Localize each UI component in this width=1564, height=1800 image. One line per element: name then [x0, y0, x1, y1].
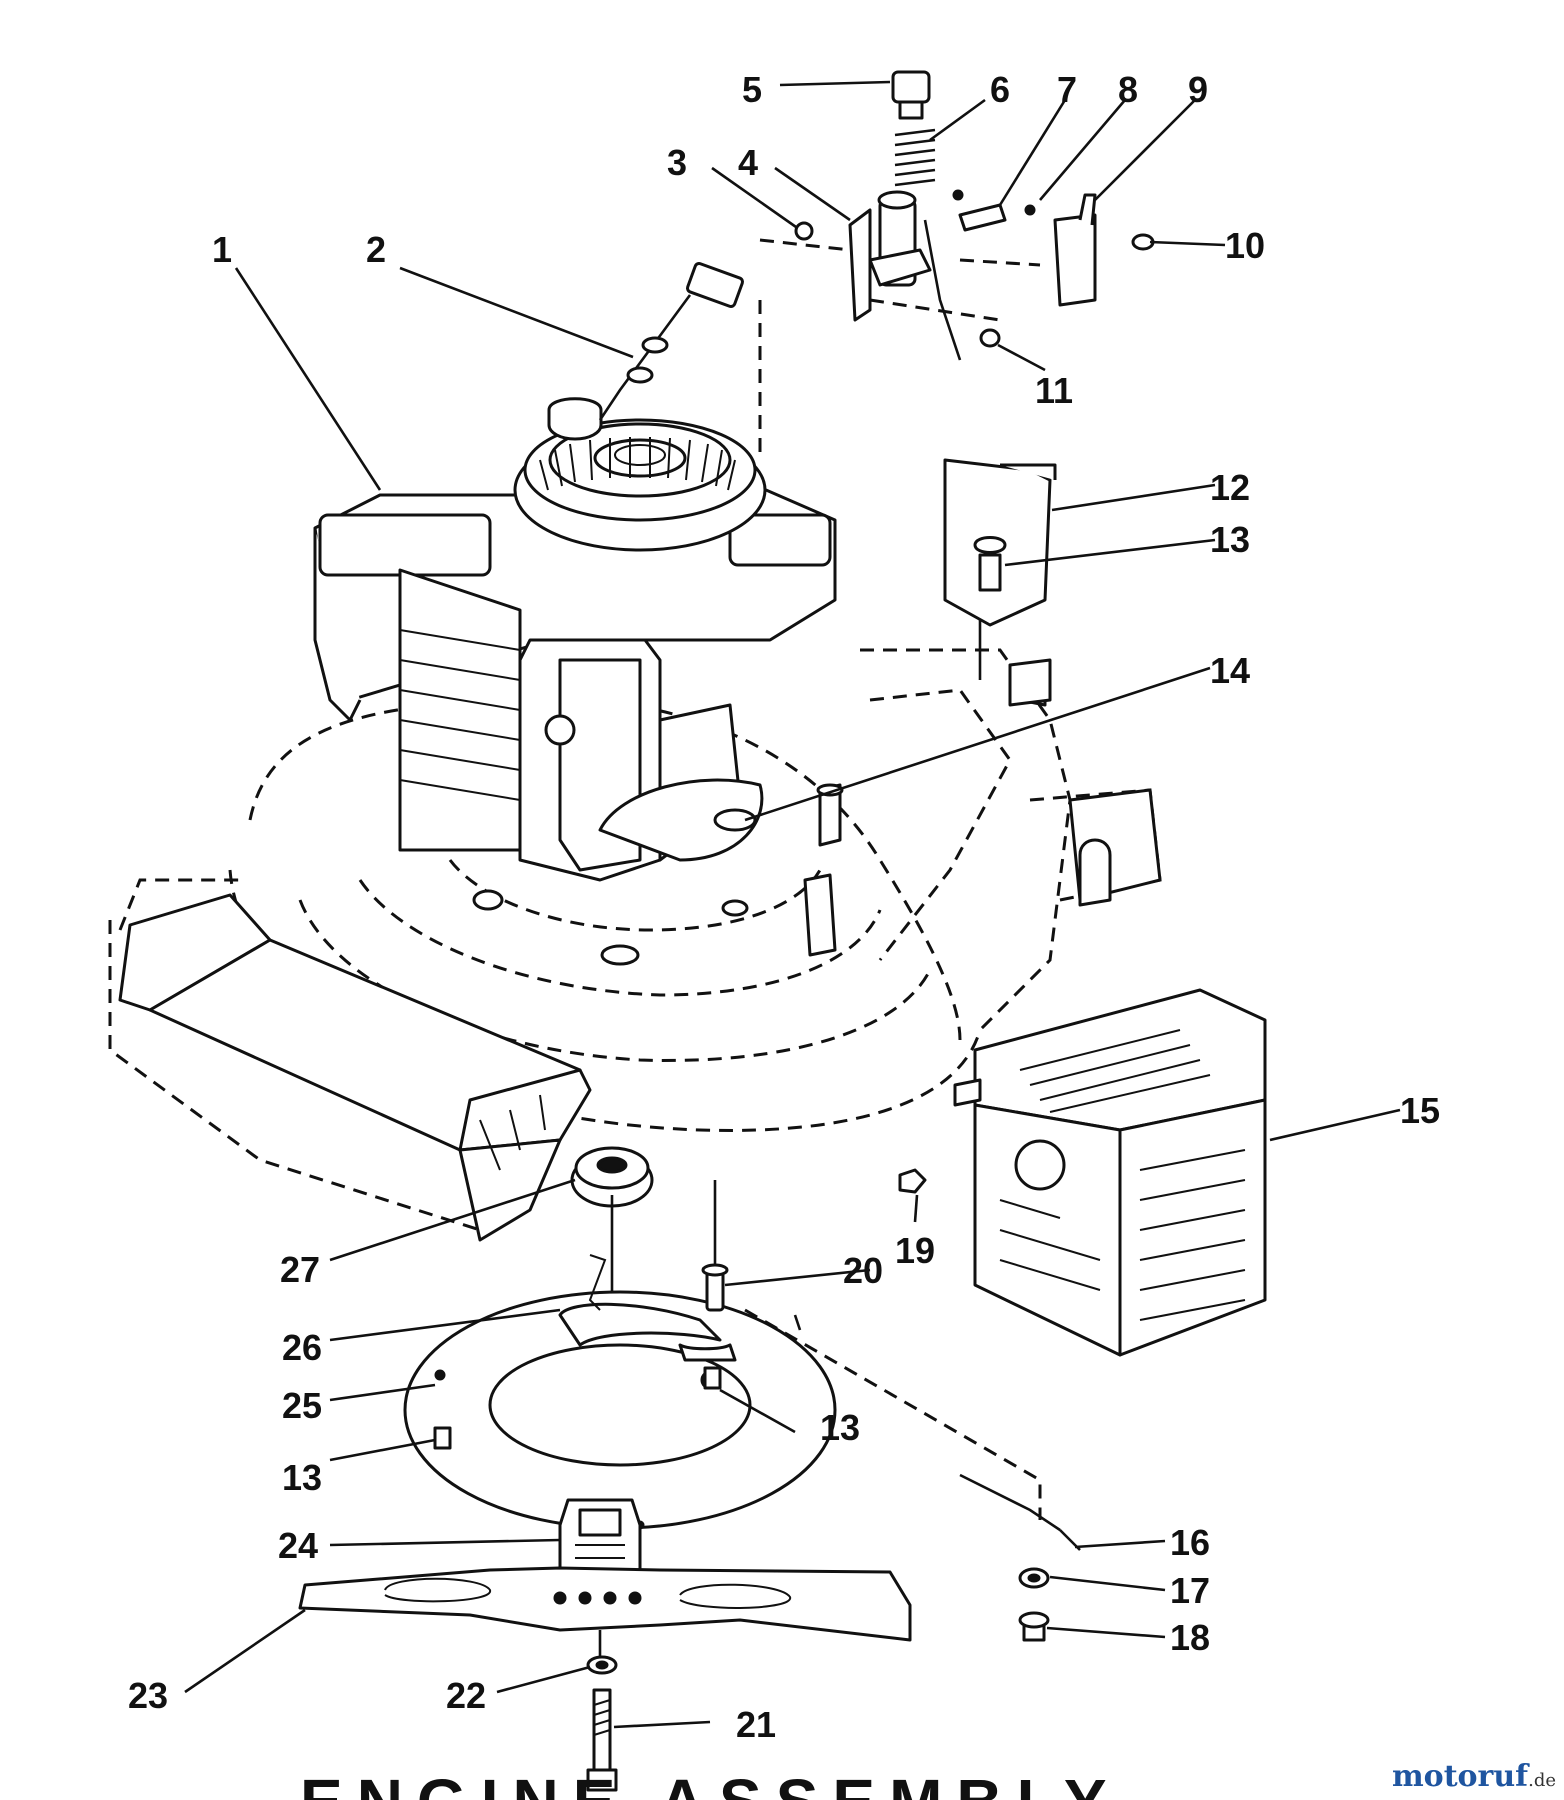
engine	[313, 397, 837, 882]
muffler-guard	[953, 988, 1267, 1357]
callout-11: 11	[1035, 370, 1073, 411]
blade-adapter	[558, 1498, 642, 1572]
callout-1: 1	[212, 229, 232, 270]
callout-23: 23	[128, 1675, 168, 1716]
callout-24: 24	[278, 1525, 318, 1566]
small-hardware-top	[794, 189, 1155, 348]
callout-20: 20	[843, 1250, 883, 1291]
callout-numbers: 1 2 3 4 5 6 7 8 9 10 11 12 13 14 15 16 1…	[128, 69, 1440, 1745]
callout-26: 26	[282, 1327, 322, 1368]
callout-15: 15	[1400, 1090, 1440, 1131]
callout-13-upper: 13	[1210, 519, 1250, 560]
throttle-cable	[598, 261, 744, 421]
bolt-20	[701, 1180, 729, 1312]
callout-7: 7	[1057, 69, 1077, 110]
callout-25: 25	[282, 1385, 322, 1426]
callout-17: 17	[1170, 1570, 1210, 1611]
watermark-logo: motoruf.de	[1392, 1759, 1556, 1794]
callout-4: 4	[738, 142, 758, 183]
cable-end-hardware	[744, 1308, 1081, 1642]
watermark-tld: .de	[1528, 1770, 1556, 1791]
callout-8: 8	[1118, 69, 1138, 110]
callout-14: 14	[1210, 650, 1250, 691]
callout-16: 16	[1170, 1522, 1210, 1563]
callout-21: 21	[736, 1704, 776, 1745]
callout-13-left: 13	[282, 1457, 322, 1498]
blade-bolt-washer	[586, 1655, 618, 1792]
callout-12: 12	[1210, 467, 1250, 508]
control-bracket	[759, 190, 1041, 361]
nut-19	[898, 1168, 927, 1194]
callout-18: 18	[1170, 1617, 1210, 1658]
callout-13-right: 13	[820, 1407, 860, 1448]
bearing	[570, 1146, 654, 1330]
callout-22: 22	[446, 1675, 486, 1716]
diagram-title: ENGINE ASSEMBLY	[300, 1770, 1121, 1800]
diagram-title-clipped: ENGINE ASSEMBLY	[300, 1770, 1240, 1800]
callout-5: 5	[742, 69, 762, 110]
baffle-plate	[403, 1254, 837, 1530]
callout-27: 27	[280, 1249, 320, 1290]
deck-details	[472, 658, 1162, 966]
callout-2: 2	[366, 229, 386, 270]
callout-3: 3	[667, 142, 687, 183]
knob-and-spring	[891, 70, 936, 187]
callout-9: 9	[1188, 69, 1208, 110]
screws-13	[433, 1366, 722, 1450]
watermark-main: motoruf	[1391, 1759, 1529, 1794]
callout-19: 19	[895, 1230, 935, 1271]
mower-blade	[298, 1566, 912, 1660]
deck-front-panel	[118, 893, 592, 1242]
callout-10: 10	[1225, 225, 1265, 266]
leader-lines	[184, 80, 1401, 1729]
callout-6: 6	[990, 69, 1010, 110]
